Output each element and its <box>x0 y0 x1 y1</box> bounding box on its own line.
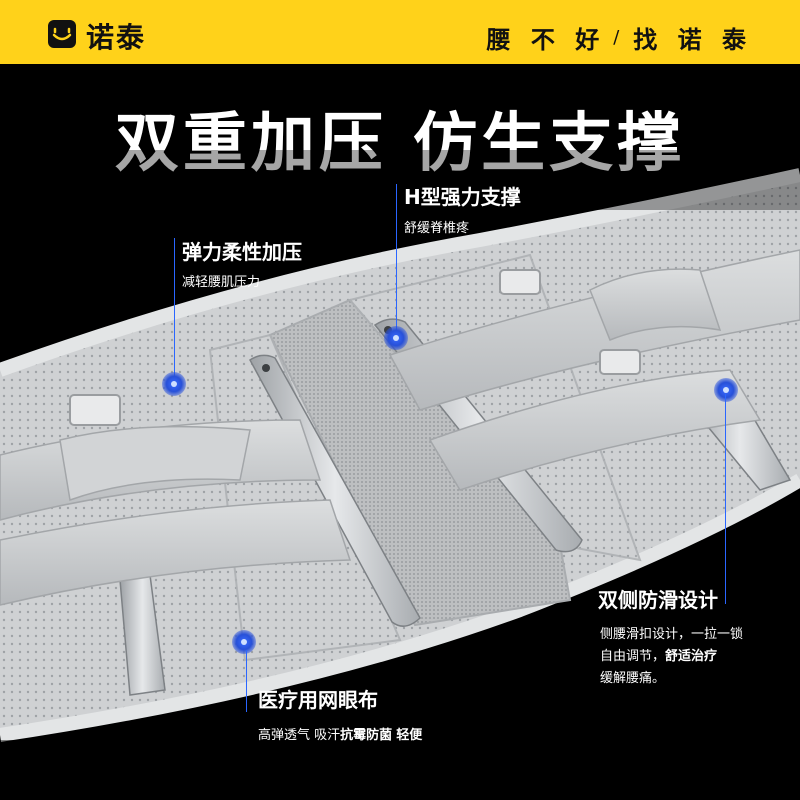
callout-elastic-line <box>174 238 175 378</box>
callout-antislip-line3: 缓解腰痛。 <box>600 671 666 686</box>
headline: 双重加压 仿生支撑 <box>114 107 686 181</box>
callout-mesh-line <box>246 650 247 712</box>
callout-antislip-line <box>725 394 726 604</box>
callout-antislip-line2-a: 自由调节， <box>600 649 666 664</box>
brand-name: 诺泰 <box>86 21 147 54</box>
callout-mesh-sub: 高弹透气 吸汗抗霉防菌 轻便 <box>258 724 422 743</box>
callout-mesh-sub-c: 轻便 <box>396 728 423 743</box>
slogan-left: 腰 不 好 <box>486 26 606 54</box>
callout-hsupport-title: H型强力支撑 <box>404 185 521 209</box>
callout-mesh-marker <box>232 630 256 654</box>
callout-antislip-marker <box>714 378 738 402</box>
callout-antislip-line2: 自由调节，舒适治疗 <box>600 646 780 668</box>
callout-mesh-sub-b: 抗霉防菌 <box>340 728 393 743</box>
callout-mesh-sub-a: 高弹透气 吸汗 <box>258 728 341 743</box>
callout-antislip-title: 双侧防滑设计 <box>598 588 718 612</box>
slogan: 腰 不 好 / 找 诺 泰 <box>486 20 752 55</box>
callout-mesh-title: 医疗用网眼布 <box>258 688 378 712</box>
callout-hsupport-line <box>396 184 397 332</box>
callout-elastic-sub: 减轻腰肌压力 <box>182 275 261 290</box>
callout-hsupport-sub: 舒缓脊椎疼 <box>404 221 470 236</box>
callout-antislip-line2-b: 舒适治疗 <box>665 649 718 664</box>
slogan-separator: / <box>613 27 626 48</box>
callout-elastic-marker <box>162 372 186 396</box>
callout-hsupport-marker <box>384 326 408 350</box>
elastic-straps-right <box>388 249 800 491</box>
callout-antislip-desc: 侧腰滑扣设计，一拉一锁 自由调节，舒适治疗 缓解腰痛。 <box>600 624 780 690</box>
slogan-right: 找 诺 泰 <box>633 26 752 54</box>
callout-elastic-title: 弹力柔性加压 <box>182 240 302 264</box>
top-banner: 诺泰 腰 不 好 / 找 诺 泰 <box>0 0 800 64</box>
lumbar-belt-illustration <box>0 150 800 800</box>
smile-face-logo-icon <box>48 20 76 48</box>
elastic-straps-left <box>0 419 352 606</box>
callout-antislip-line1: 侧腰滑扣设计，一拉一锁 <box>600 627 744 642</box>
